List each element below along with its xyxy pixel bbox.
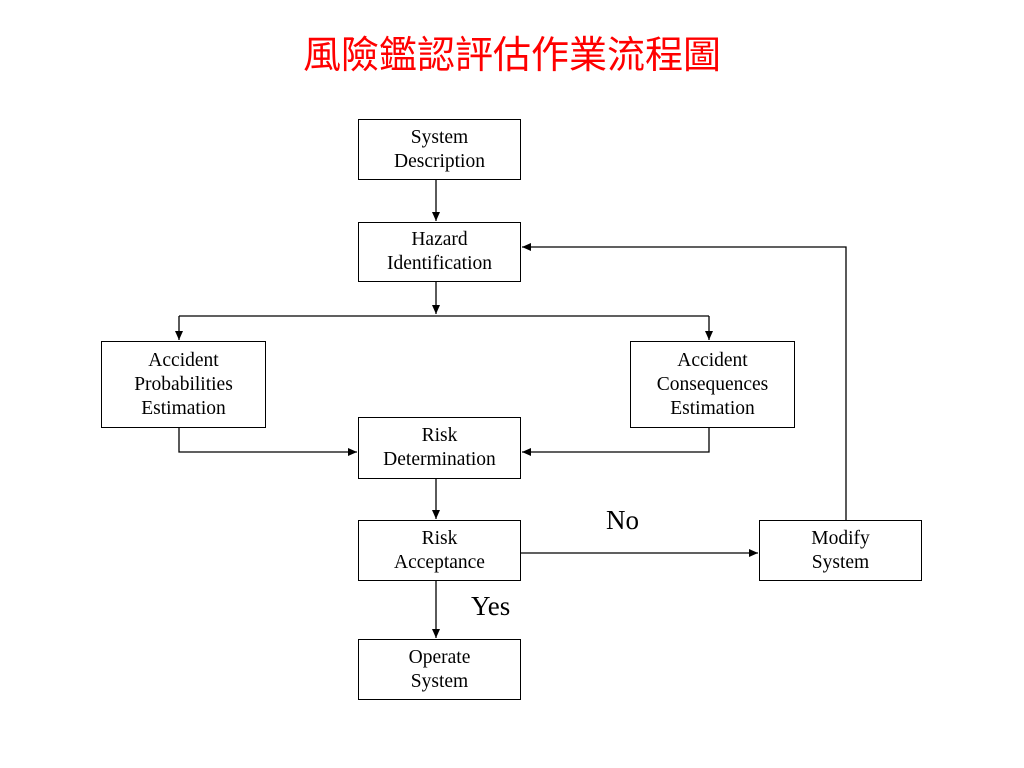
node-text-line: Estimation <box>670 397 755 419</box>
node-text-line: Identification <box>386 253 493 274</box>
node-text-line: Accident <box>148 349 219 371</box>
edge-label-no: No <box>606 505 639 535</box>
node-text-line: Acceptance <box>394 551 485 573</box>
node-risk-acceptance: Risk Acceptance <box>358 520 521 581</box>
arrow-probabilities-to-risk-determination <box>178 428 357 456</box>
node-accident-probabilities-estimation: Accident Probabilities Estimation <box>101 341 266 428</box>
node-text-line: System <box>410 670 469 692</box>
node-text-line: Consequences <box>656 373 769 395</box>
node-text-line: Estimation <box>141 397 226 419</box>
node-text-line: Risk <box>421 527 458 549</box>
node-text-line: System <box>811 551 870 573</box>
arrow-consequences-to-risk-determination <box>522 428 710 456</box>
diagram-title: 風險鑑認評估作業流程圖 <box>302 33 721 77</box>
node-text-line: Risk <box>421 425 458 446</box>
node-text-line: Modify <box>811 527 870 549</box>
node-text-line: System <box>410 126 469 148</box>
node-accident-consequences-estimation: Accident Consequences Estimation <box>630 341 795 428</box>
node-text-line: Accident <box>677 349 748 371</box>
node-text-line: Probabilities <box>134 373 233 395</box>
node-hazard-identification: Hazard Identification <box>358 222 521 282</box>
node-operate-system: Operate System <box>358 639 521 700</box>
node-text-line: Operate <box>408 646 471 668</box>
arrow-modify-to-hazard <box>522 243 847 520</box>
node-text-line: Determination <box>383 449 496 470</box>
node-text-line: Hazard <box>411 229 468 250</box>
node-system-description: System Description <box>358 119 521 180</box>
node-risk-determination: Risk Determination <box>358 417 521 479</box>
node-text-line: Description <box>394 150 485 172</box>
edge-label-yes: Yes <box>471 591 511 621</box>
node-modify-system: Modify System <box>759 520 922 581</box>
